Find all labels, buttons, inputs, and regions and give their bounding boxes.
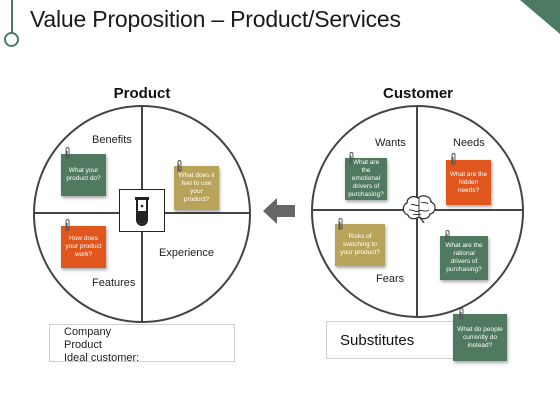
corner-triangle	[520, 0, 560, 34]
note-needs-text: What are the hidden needs?	[449, 170, 488, 194]
wants-label: Wants	[375, 137, 406, 149]
features-label: Features	[92, 277, 136, 289]
note-benefits: What your product do?	[61, 154, 106, 196]
fears-label: Fears	[376, 273, 405, 285]
note-needs: What are the hidden needs?	[446, 160, 491, 205]
note-wants-text: What are the emotional drivers of purcha…	[348, 159, 384, 198]
benefits-label: Benefits	[92, 134, 132, 146]
paperclip-icon	[65, 219, 70, 231]
note-fears-text: Risks of switching to your product?	[340, 233, 380, 256]
paperclip-icon	[65, 147, 70, 159]
company-info-box: Company Product Ideal customer:	[49, 324, 235, 364]
experience-label: Experience	[159, 247, 215, 259]
product-heading: Product	[113, 85, 171, 102]
paperclip-icon	[177, 160, 182, 172]
customer-heading: Customer	[382, 85, 453, 102]
brain-icon	[398, 189, 439, 227]
note-fears: Risks of switching to your product?	[335, 224, 385, 266]
product-line: Product	[64, 339, 102, 351]
note-wants: What are the emotional drivers of purcha…	[345, 158, 387, 200]
note-rational-text: What are the rational drivers of purchas…	[445, 242, 483, 273]
paperclip-icon	[459, 308, 464, 320]
paperclip-icon	[349, 152, 354, 164]
header-ring	[4, 32, 19, 47]
substitutes-label: Substitutes	[340, 331, 415, 349]
paperclip-icon	[445, 230, 450, 242]
paperclip-icon	[451, 153, 456, 165]
note-experience: What does it feel to use your product?	[174, 166, 219, 210]
note-substitutes: What do people currently do instead?	[453, 314, 507, 361]
note-benefits-text: What your product do?	[66, 167, 101, 182]
note-features: How does your product work?	[61, 226, 106, 268]
page-title: Value Proposition – Product/Services	[30, 6, 401, 32]
test-tube-icon	[119, 189, 165, 232]
note-rational: What are the rational drivers of purchas…	[440, 236, 488, 280]
substitutes-box: Substitutes	[326, 321, 460, 359]
header-line	[11, 0, 13, 33]
note-experience-text: What does it feel to use your product?	[178, 172, 215, 203]
needs-label: Needs	[453, 137, 485, 149]
note-features-text: How does your product work?	[65, 235, 102, 258]
company-line: Company	[64, 326, 112, 338]
note-substitutes-text: What do people currently do instead?	[457, 325, 503, 349]
left-arrow-icon	[263, 198, 295, 224]
ideal-customer-line: Ideal customer:	[64, 352, 140, 364]
paperclip-icon	[338, 218, 343, 230]
